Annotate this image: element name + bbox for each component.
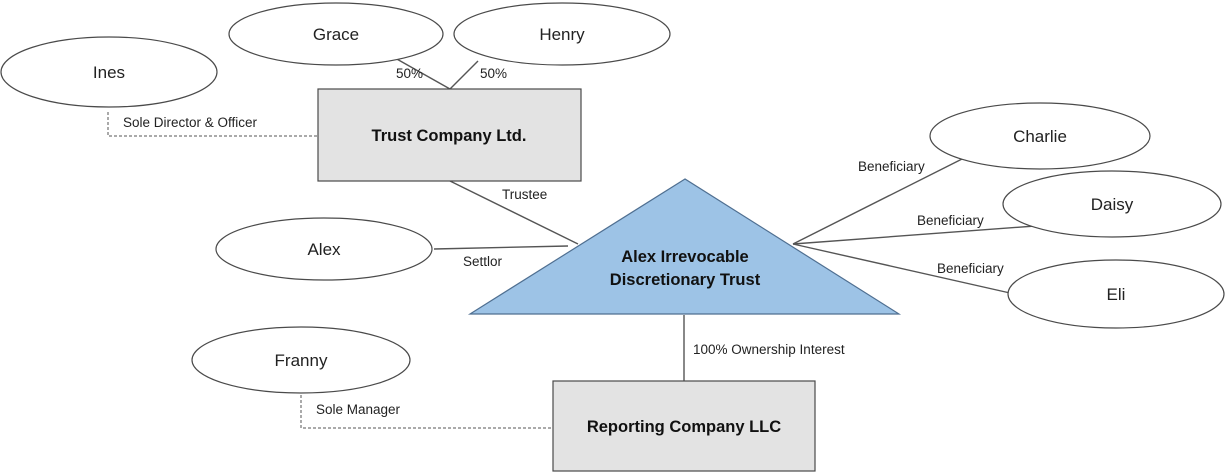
beneficiary-daisy-label: Beneficiary — [917, 213, 984, 228]
henry-share-label: 50% — [480, 66, 507, 81]
henry-label: Henry — [539, 25, 585, 44]
alex-node — [215, 217, 433, 281]
trust-company-label: Trust Company Ltd. — [372, 127, 527, 145]
reporting-company-box — [552, 380, 816, 472]
trust-company-to-trust-line — [449, 180, 579, 245]
beneficiary-charlie-label: Beneficiary — [858, 159, 925, 174]
trust-company-box — [317, 88, 582, 182]
trust-label-line2: Discretionary Trust — [610, 271, 761, 289]
grace-label: Grace — [313, 25, 359, 44]
settlor-label: Settlor — [463, 254, 503, 269]
beneficiary-eli-label: Beneficiary — [937, 261, 1004, 276]
franny-to-reporting-company-dashed-line — [300, 395, 553, 429]
henry-node — [453, 2, 671, 66]
ines-to-trust-company-dashed-line — [107, 112, 318, 137]
franny-role-label: Sole Manager — [316, 402, 401, 417]
ines-node — [0, 36, 218, 108]
eli-label: Eli — [1107, 285, 1126, 304]
eli-node — [1007, 259, 1225, 329]
trust-to-daisy-line — [792, 225, 1036, 245]
grace-node — [228, 2, 444, 66]
daisy-node — [1002, 170, 1222, 238]
alex-to-trust-line — [433, 245, 569, 250]
charlie-node — [929, 102, 1151, 170]
ines-role-label: Sole Director & Officer — [123, 115, 258, 130]
charlie-label: Charlie — [1013, 127, 1067, 146]
grace-to-trust-company-line — [394, 57, 451, 90]
daisy-label: Daisy — [1091, 195, 1134, 214]
trust-triangle — [467, 178, 902, 315]
ines-label: Ines — [93, 63, 125, 82]
reporting-company-label: Reporting Company LLC — [587, 418, 781, 436]
ownership-label: 100% Ownership Interest — [693, 342, 845, 357]
trust-to-charlie-line — [792, 156, 967, 245]
alex-label: Alex — [307, 240, 341, 259]
franny-label: Franny — [275, 351, 328, 370]
trust-label-line1: Alex Irrevocable — [621, 248, 749, 266]
trustee-label: Trustee — [502, 187, 547, 202]
grace-share-label: 50% — [396, 66, 423, 81]
trust-to-eli-line — [792, 243, 1011, 294]
franny-node — [191, 326, 411, 394]
henry-to-trust-company-line — [449, 60, 479, 90]
